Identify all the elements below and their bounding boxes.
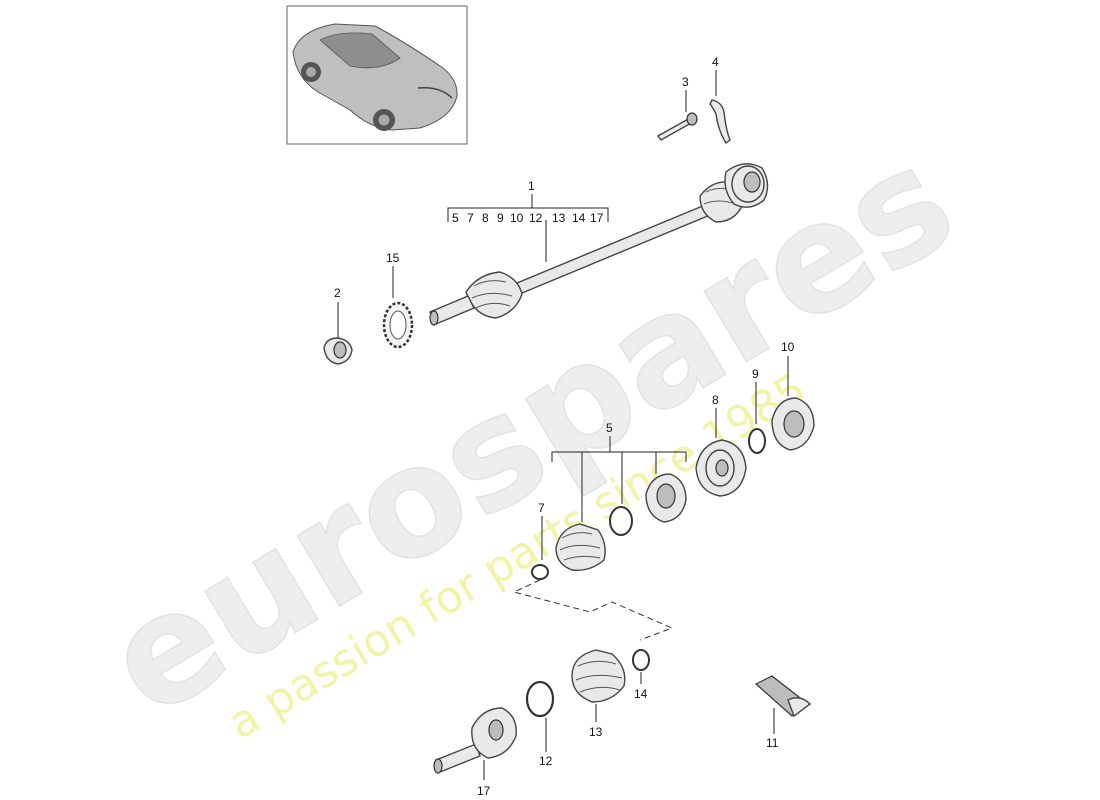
assembly-reference-line — [512, 579, 674, 641]
bracket-part: 4 — [709, 55, 731, 145]
kit-list-item: 9 — [497, 211, 504, 225]
callout-2: 2 — [334, 286, 341, 300]
small-clamp-part: 7 — [531, 501, 549, 580]
watermark: eurospares a passion for parts since 198… — [78, 112, 982, 751]
callout-15: 15 — [386, 251, 400, 265]
outer-boot-part: 13 — [571, 649, 626, 739]
cover-part: 10 — [771, 340, 815, 451]
outer-cv-joint-part: 17 — [433, 707, 517, 798]
callout-11: 11 — [766, 736, 779, 750]
vehicle-thumbnail — [286, 5, 468, 145]
kit-list-item: 13 — [552, 211, 566, 225]
circlip-part: 9 — [748, 367, 766, 454]
circlip-ring-part — [609, 506, 633, 536]
callout-5: 5 — [606, 421, 613, 435]
kit-list-item: 10 — [510, 211, 524, 225]
kit-list-item: 5 — [452, 211, 459, 225]
cv-joint-kit-group: 5 — [551, 421, 687, 522]
watermark-brand: eurospares — [79, 113, 982, 751]
kit-list-item: 7 — [467, 211, 474, 225]
kit-list-item: 17 — [590, 211, 604, 225]
callout-4: 4 — [712, 55, 719, 69]
cv-joint-part: 8 — [695, 393, 747, 497]
callout-8: 8 — [712, 393, 719, 407]
callout-10: 10 — [781, 340, 795, 354]
callout-7: 7 — [538, 501, 545, 515]
callout-17: 17 — [477, 784, 491, 798]
cover-cap-part — [645, 473, 687, 523]
callout-13: 13 — [589, 725, 603, 739]
kit-list-item: 8 — [482, 211, 489, 225]
clamp-band-part: 14 — [632, 649, 650, 701]
lock-washer-part: 15 — [382, 251, 414, 349]
protective-sleeve-part: 11 — [754, 675, 812, 750]
boot-part — [555, 523, 606, 571]
kit-list-item: 14 — [572, 211, 586, 225]
bolt-part: 3 — [656, 75, 698, 141]
callout-3: 3 — [682, 75, 689, 89]
callout-9: 9 — [752, 367, 759, 381]
kit-list-item: 12 — [529, 211, 543, 225]
large-clamp-part: 12 — [525, 680, 555, 768]
callout-12: 12 — [539, 754, 553, 768]
callout-1: 1 — [528, 179, 535, 193]
collar-nut-part: 2 — [323, 286, 353, 365]
callout-14: 14 — [634, 687, 648, 701]
